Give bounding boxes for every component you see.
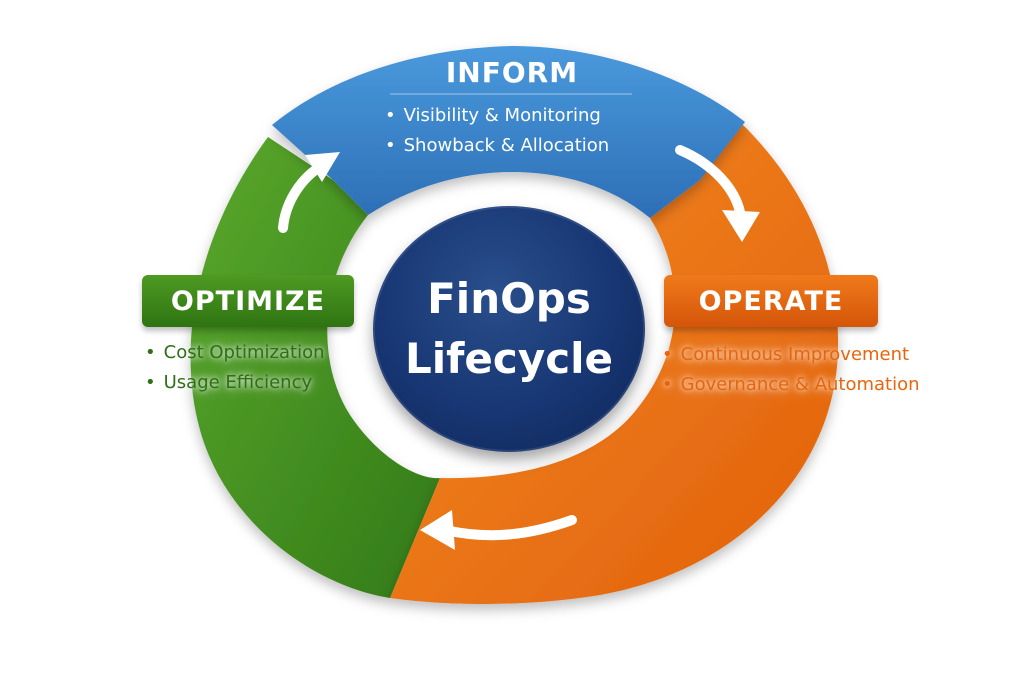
list-item: Showback & Allocation <box>385 131 610 161</box>
cycle-arrow-icon <box>278 163 323 233</box>
center-hub: FinOps Lifecycle <box>373 206 645 452</box>
list-item: Continuous Improvement <box>662 340 920 370</box>
arrowhead-icon <box>722 210 760 242</box>
cycle-arrow-icon <box>440 515 577 541</box>
list-item: Cost Optimization <box>145 338 325 368</box>
operate-bullet-list: Continuous Improvement Governance & Auto… <box>662 340 920 400</box>
inform-bullet-list: Visibility & Monitoring Showback & Alloc… <box>385 101 610 161</box>
arrowhead-icon <box>420 510 455 550</box>
optimize-title: OPTIMIZE <box>142 275 354 327</box>
center-title-line2: Lifecycle <box>405 334 613 383</box>
operate-segment <box>390 122 839 604</box>
list-item: Governance & Automation <box>662 370 920 400</box>
center-title-line1: FinOps <box>427 274 591 323</box>
operate-title: OPERATE <box>664 275 878 327</box>
arrowhead-icon <box>305 152 340 182</box>
list-item: Usage Efficiency <box>145 368 325 398</box>
inform-title: INFORM <box>446 56 578 89</box>
cycle-arrow-icon <box>675 145 745 217</box>
list-item: Visibility & Monitoring <box>385 101 609 131</box>
optimize-bullet-list: Cost Optimization Usage Efficiency <box>145 338 325 398</box>
